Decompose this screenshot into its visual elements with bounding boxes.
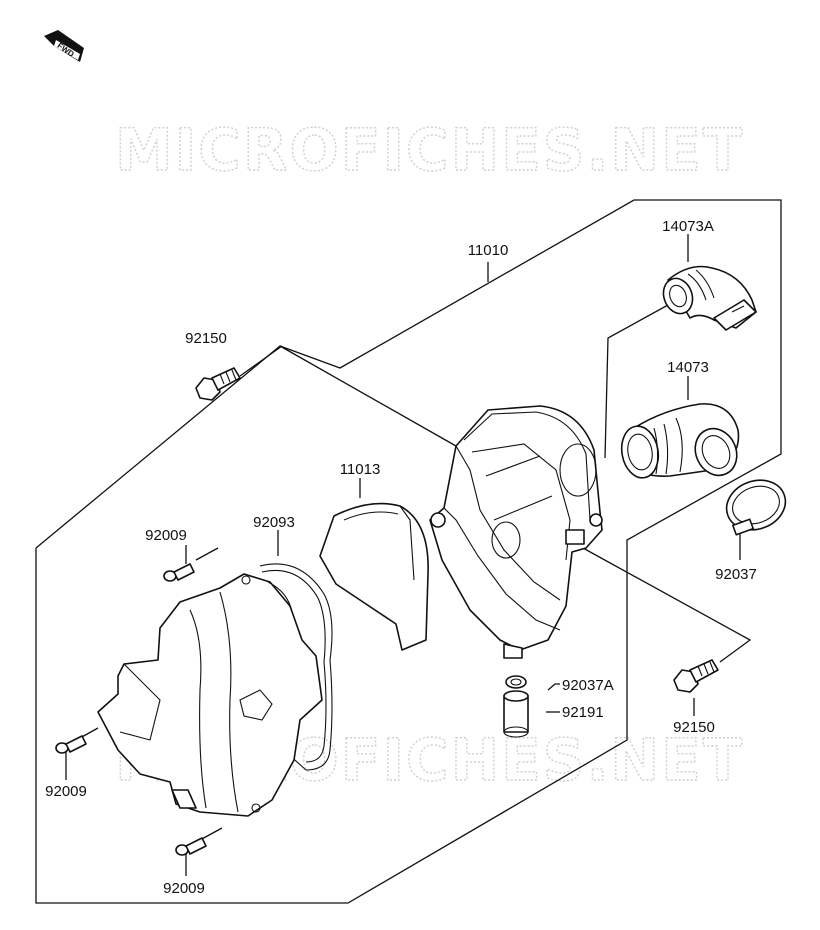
screw-92009-left	[55, 735, 87, 754]
air-cleaner-housing-11010	[429, 405, 603, 659]
label-14073a: 14073A	[662, 218, 714, 235]
label-92150-right: 92150	[673, 719, 715, 736]
elbow-duct-14073a	[662, 265, 757, 331]
label-14073: 14073	[667, 359, 709, 376]
screw-92009-bottom	[175, 837, 207, 856]
label-11013: 11013	[340, 461, 381, 478]
leader-lines	[65, 234, 752, 876]
label-92009-left: 92009	[45, 783, 87, 800]
fwd-arrow-icon: FWD	[44, 30, 84, 62]
o-ring-92037a	[505, 675, 527, 689]
label-92093: 92093	[253, 514, 295, 531]
label-11010: 11010	[468, 242, 509, 259]
assembly-outline	[35, 199, 782, 904]
bolt-92150-right	[673, 659, 719, 693]
label-92009-top: 92009	[145, 527, 187, 544]
bolt-92150-top	[195, 367, 241, 401]
label-92009-bottom: 92009	[163, 880, 205, 897]
sleeve-92191	[503, 690, 529, 738]
label-92037: 92037	[715, 566, 757, 583]
watermark-top: MICROFICHES.NET	[115, 116, 744, 184]
screw-92009-top	[163, 563, 195, 582]
label-92191: 92191	[562, 704, 604, 721]
gasket-92093	[259, 563, 333, 771]
label-92037a: 92037A	[562, 677, 614, 694]
air-cleaner-cover	[97, 573, 323, 817]
filter-element-11013	[319, 502, 429, 651]
label-92150-top: 92150	[185, 330, 227, 347]
duct-14073	[620, 403, 740, 479]
hose-clamp-92037	[725, 479, 787, 536]
